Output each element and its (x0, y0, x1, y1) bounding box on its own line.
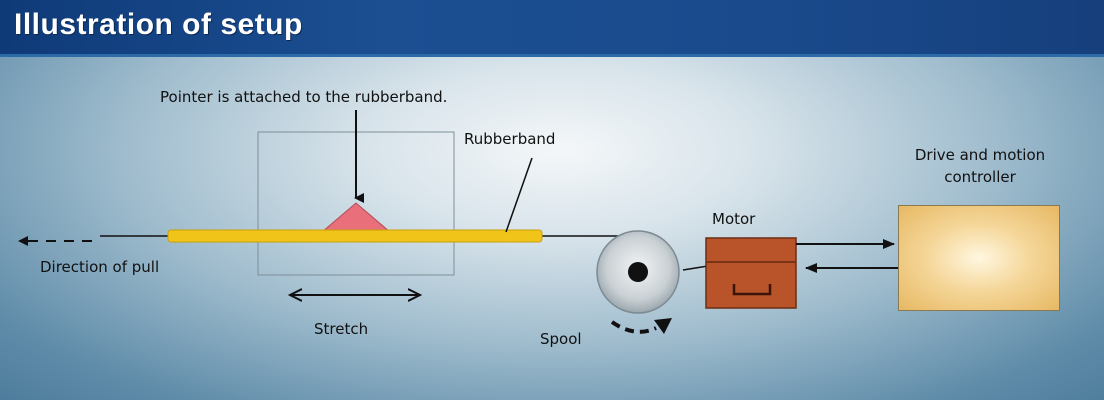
rubberband-label: Rubberband (464, 130, 556, 148)
stretch-label: Stretch (314, 320, 369, 338)
spool-hub (628, 262, 648, 282)
rubberband (167, 229, 543, 243)
direction-label: Direction of pull (40, 258, 160, 276)
pointer-label: Pointer is attached to the rubberband. (160, 88, 448, 106)
motor-label: Motor (712, 210, 756, 228)
spool-label: Spool (540, 330, 582, 348)
controller-label-line1: Drive and motion (914, 146, 1046, 164)
motor (705, 237, 797, 309)
spool-rotation-arrow (610, 320, 657, 334)
rotation-arrowhead-icon (654, 318, 672, 334)
drive-motion-controller (898, 205, 1060, 311)
motor-detail (732, 284, 772, 296)
page-title: Illustration of setup (14, 8, 303, 41)
rubberband-leader-line (505, 157, 533, 233)
spool-to-motor-belt (682, 265, 709, 271)
controller-label-line2: controller (944, 168, 1016, 186)
header-bar: Illustration of setup (0, 0, 1104, 57)
direction-arrowhead-icon (18, 236, 28, 246)
pointer-triangle (320, 202, 392, 233)
